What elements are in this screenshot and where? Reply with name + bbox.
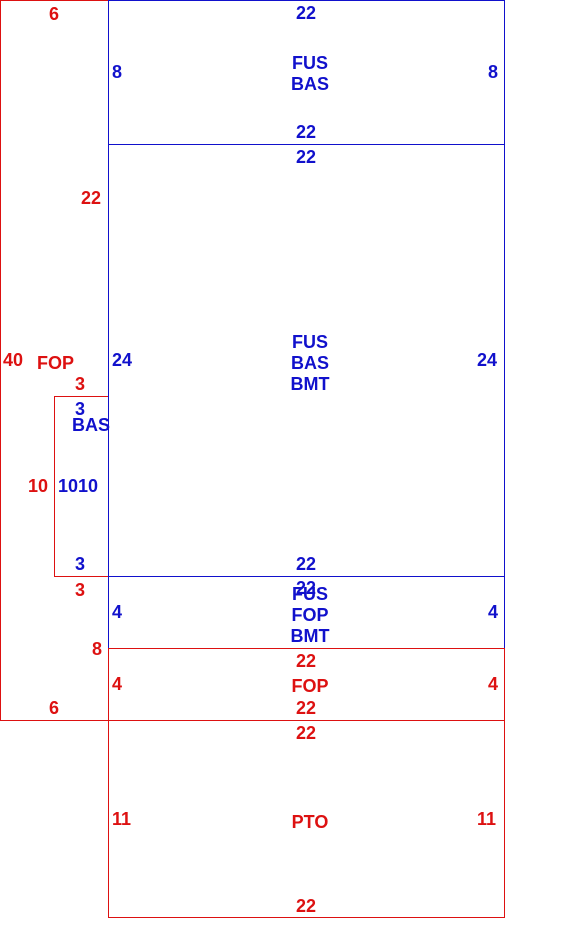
fus-top-name-block: FUS BAS <box>291 53 329 95</box>
pto-left-label: 11 <box>112 809 132 829</box>
bas-left-name-label: BAS <box>72 415 111 435</box>
fop-lower-bottom-label: 22 <box>295 698 317 718</box>
pto-name-label: PTO <box>291 812 329 832</box>
fus-lower-name1: FUS <box>292 584 328 604</box>
bas-left-side-outer-label: 10 <box>28 476 49 496</box>
fus-lower-top-label: 22 <box>295 578 317 598</box>
fus-top-bottom-label: 22 <box>295 122 317 142</box>
fop-lower-name-label: FOP <box>291 676 329 696</box>
fop-left-upper-label: 22 <box>81 188 102 208</box>
fus-lower-right-label: 4 <box>488 602 499 622</box>
fus-top-name1: FUS <box>291 53 328 73</box>
fus-middle-left-label: 24 <box>112 350 133 370</box>
fus-middle-right-label: 24 <box>477 350 498 370</box>
fus-middle-name1: FUS <box>292 332 328 352</box>
bas-left-bottom-inner-label: 3 <box>75 554 86 574</box>
fus-lower-name-block: FUS FOP BMT <box>291 584 330 647</box>
fop-lower-top-label: 22 <box>295 651 317 671</box>
bas-left-side-inner-label: 1010 <box>58 476 99 496</box>
fus-top-name2: BAS <box>290 74 330 94</box>
fus-top-left-label: 8 <box>112 62 123 82</box>
fus-middle-name2: BAS <box>290 353 329 373</box>
fop-left-top-label: 6 <box>48 4 60 24</box>
fus-middle-name3: BMT <box>290 374 330 394</box>
bas-left-bottom-outer-label: 3 <box>75 580 86 600</box>
fus-lower-name2: FOP <box>291 605 329 625</box>
fop-lower-right-label: 4 <box>488 674 499 694</box>
fop-lower-left-label: 4 <box>112 674 123 694</box>
fus-middle-bottom-label: 22 <box>295 554 317 574</box>
fus-top-right-label: 8 <box>488 62 499 82</box>
fus-lower-left-label: 4 <box>112 602 123 622</box>
fop-left-side-label: 40 <box>3 350 24 370</box>
fus-lower-name3: BMT <box>290 626 330 646</box>
bas-left-top-inner-label: 3 <box>75 399 86 419</box>
fop-left-bottom-label: 6 <box>48 698 60 718</box>
pto-right-label: 11 <box>477 809 497 829</box>
fop-left-name-label: FOP <box>37 353 75 373</box>
fus-middle-name-block: FUS BAS BMT <box>291 332 330 395</box>
pto-bottom-label: 22 <box>295 896 317 916</box>
bas-left-top-outer-label: 3 <box>75 374 86 394</box>
pto-top-label: 22 <box>295 723 317 743</box>
fus-middle-top-label: 22 <box>295 147 317 167</box>
fus-top-top-label: 22 <box>295 3 317 23</box>
fop-left-marker-label: 8 <box>92 639 103 659</box>
pto-box <box>108 720 505 918</box>
